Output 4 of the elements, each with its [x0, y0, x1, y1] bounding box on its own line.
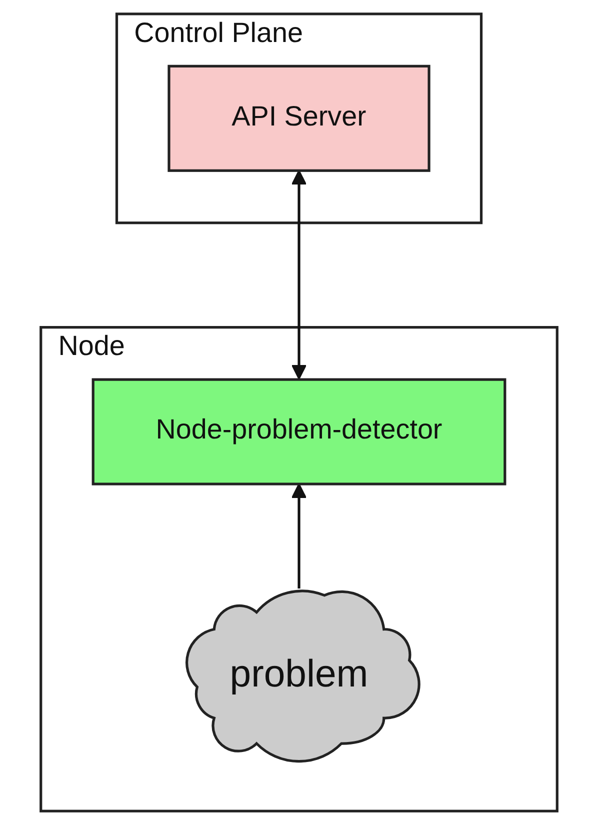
- arrow: [291, 483, 307, 588]
- arrow: [291, 170, 307, 380]
- node-box: Node-problem-detector: [92, 378, 506, 486]
- node-box: API Server: [168, 64, 430, 172]
